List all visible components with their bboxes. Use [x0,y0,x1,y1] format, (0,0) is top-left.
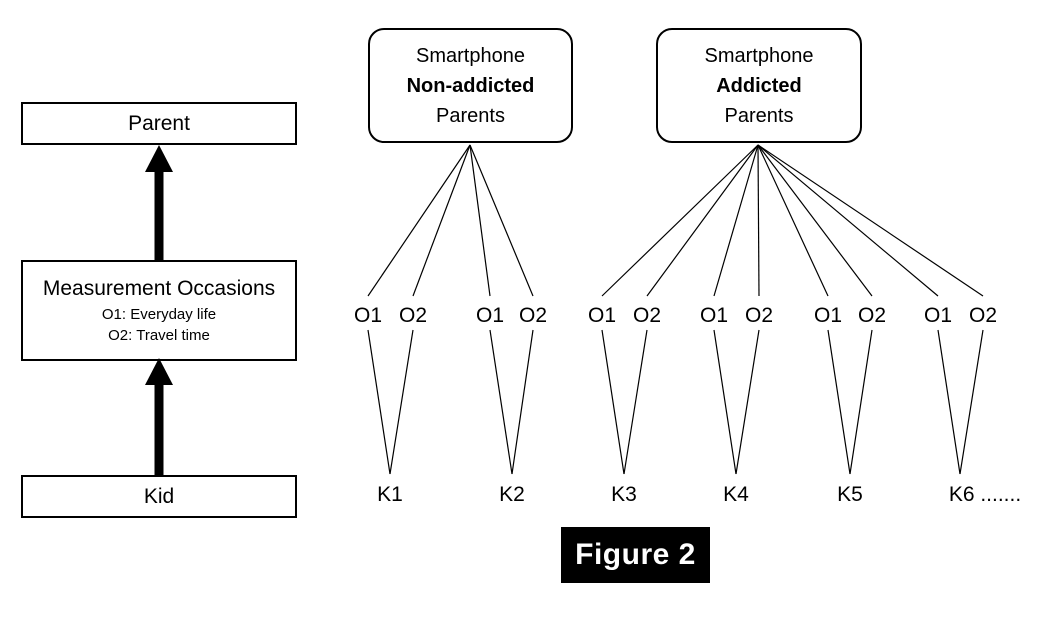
occasion-label-o2-3: O2 [632,304,662,327]
occasion-label-o1-4: O1 [699,304,729,327]
group-box-non-addicted-line2: Non-addicted [406,74,535,97]
occasion-label-o2-6: O2 [968,304,998,327]
measurement-occasions-box: Measurement Occasions O1: Everyday life … [21,260,297,361]
occasion-label-o2-1: O2 [398,304,428,327]
fan-lines-non-addicted [367,144,534,297]
occasion-label-o1-6: O1 [923,304,953,327]
kid-label-k2: K2 [499,483,525,506]
kid-label-k4: K4 [723,483,749,506]
kid-label-k1: K1 [377,483,403,506]
kid-box-label: Kid [143,484,175,508]
converge-lines-to-kids [367,329,984,475]
occasion-label-o2-5: O2 [857,304,887,327]
occasion-label-o1-1: O1 [353,304,383,327]
arrow-kid-to-measurement [145,358,173,475]
measurement-occasion-o1-description: O1: Everyday life [101,305,217,323]
group-box-non-addicted: Smartphone Non-addicted Parents [368,28,573,143]
arrow-measurement-to-parent [145,145,173,260]
parent-box-label: Parent [128,111,190,135]
group-box-addicted-line1: Smartphone [704,44,814,67]
figure-caption-banner: Figure 2 [561,527,710,583]
occasion-label-o1-5: O1 [813,304,843,327]
parent-box: Parent [21,102,297,145]
figure-caption-text: Figure 2 [575,538,696,571]
occasion-label-o1-2: O1 [475,304,505,327]
occasion-label-o2-2: O2 [518,304,548,327]
kid-box: Kid [21,475,297,518]
kid-label-k3: K3 [611,483,637,506]
group-box-addicted: Smartphone Addicted Parents [656,28,862,143]
group-box-addicted-line2: Addicted [716,74,802,97]
measurement-occasion-o2-description: O2: Travel time [108,326,210,344]
group-box-non-addicted-line3: Parents [436,104,505,127]
occasion-label-o1-3: O1 [587,304,617,327]
measurement-occasions-title: Measurement Occasions [42,276,276,300]
group-box-non-addicted-line1: Smartphone [416,44,525,67]
occasion-label-o2-4: O2 [744,304,774,327]
fan-lines-addicted [601,144,984,297]
group-box-addicted-line3: Parents [724,104,794,127]
kid-label-k5: K5 [837,483,863,506]
kid-label-k6: K6 ....... [948,483,1022,506]
